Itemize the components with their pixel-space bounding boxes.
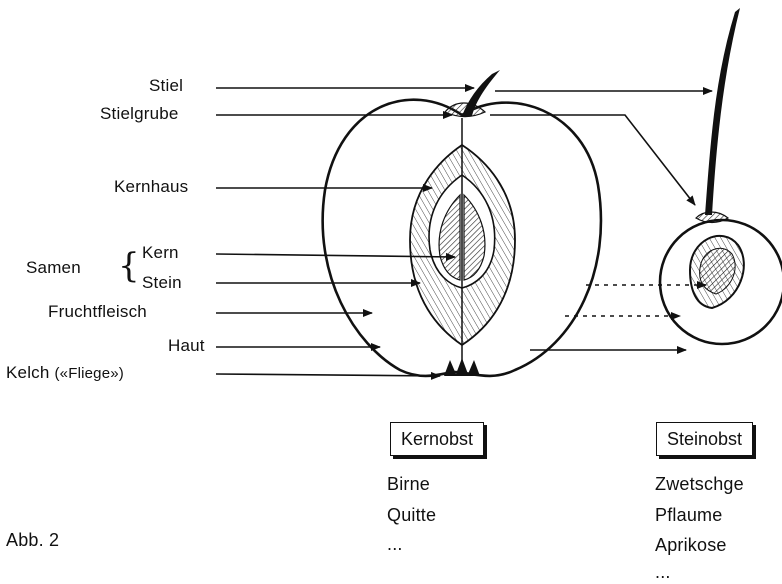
steinobst-item-more: ...	[655, 562, 671, 582]
label-kernhaus: Kernhaus	[114, 177, 188, 197]
label-kelch-word: Kelch	[6, 363, 50, 382]
steinobst-item-zwetschge: Zwetschge	[655, 474, 744, 494]
label-kelch: Kelch («Fliege»)	[6, 363, 124, 384]
cherry-stem	[705, 8, 740, 215]
kernobst-item-quitte: Quitte	[387, 505, 436, 525]
label-kelch-note: («Fliege»)	[54, 365, 124, 382]
kernobst-item-birne: Birne	[387, 474, 430, 494]
kernobst-item-more: ...	[387, 534, 403, 554]
brace-icon: {	[118, 249, 140, 283]
figure-caption: Abb. 2	[6, 530, 59, 550]
label-stielgrube: Stielgrube	[100, 104, 179, 124]
steinobst-item-pflaume: Pflaume	[655, 505, 722, 525]
label-samen: Samen	[26, 258, 81, 278]
group-title-steinobst: Steinobst	[656, 422, 753, 456]
steinobst-item-aprikose: Aprikose	[655, 535, 727, 555]
apple-cross-section	[323, 70, 601, 376]
cherry-stem-cavity	[696, 212, 728, 223]
label-stein: Stein	[142, 273, 182, 293]
group-title-kernobst: Kernobst	[390, 422, 484, 456]
cherry-cross-section	[660, 8, 782, 344]
label-haut: Haut	[168, 336, 205, 356]
label-stiel: Stiel	[149, 76, 183, 96]
arrow-kelch	[216, 374, 440, 376]
label-fruchtfleisch: Fruchtfleisch	[48, 302, 147, 322]
label-kern: Kern	[142, 243, 179, 263]
